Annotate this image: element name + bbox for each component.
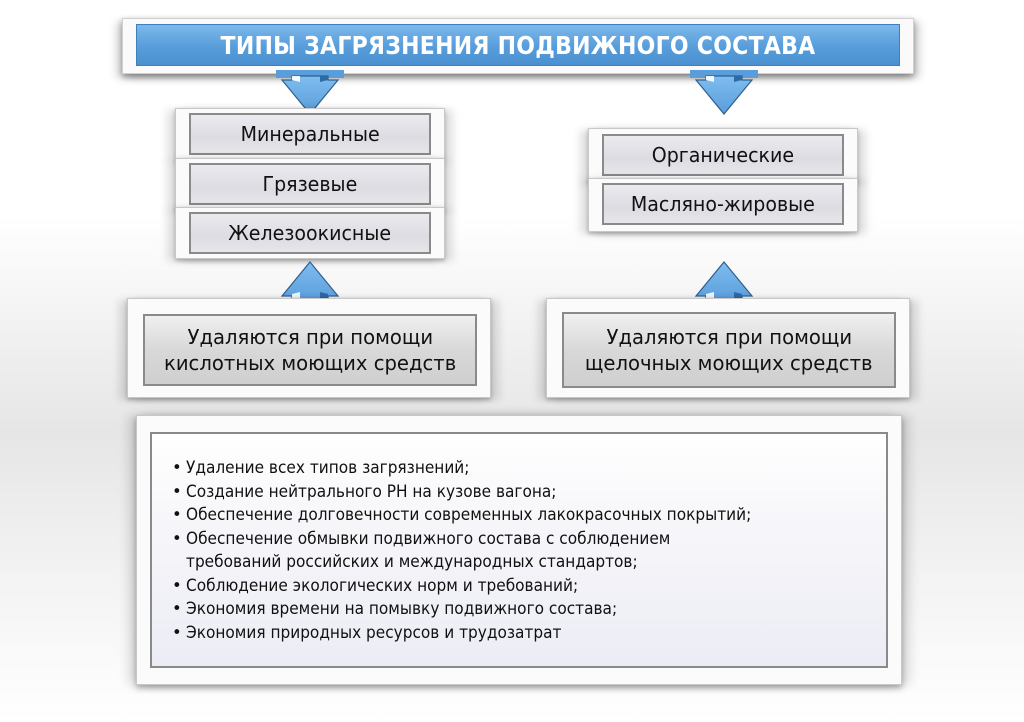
list-item-text: Экономия природных ресурсов и трудозатра… (186, 622, 562, 642)
title-bar: ТИПЫ ЗАГРЯЗНЕНИЯ ПОДВИЖНОГО СОСТАВА (136, 24, 900, 66)
list-item-text: Удаление всех типов загрязнений; (186, 458, 470, 477)
method-line: Удаляются при помощи (606, 325, 852, 349)
benefits-panel: Удаление всех типов загрязнений; Создани… (150, 432, 888, 668)
list-item-text: Обеспечение обмывки подвижного состава с… (186, 528, 671, 548)
method-line: кислотных моющих средств (163, 351, 457, 375)
list-item-continuation: требований российских и международных ст… (186, 552, 638, 571)
list-item-text: Соблюдение экологических норм и требован… (186, 575, 579, 595)
item-label: Железоокисные (228, 221, 392, 245)
list-item: Обеспечение долговечности современных ла… (172, 503, 794, 527)
method-line: щелочных моющих средств (585, 351, 873, 375)
contamination-type-mineral: Минеральные (189, 113, 431, 155)
contamination-type-iron-oxide: Железоокисные (189, 212, 431, 254)
item-label: Минеральные (240, 122, 380, 146)
contamination-type-oil-grease: Масляно-жировые (602, 183, 844, 225)
page-title: ТИПЫ ЗАГРЯЗНЕНИЯ ПОДВИЖНОГО СОСТАВА (220, 30, 816, 60)
list-item-text: Создание нейтрального РН на кузове вагон… (186, 481, 557, 501)
list-item: Экономия времени на помывку подвижного с… (172, 597, 794, 621)
method-alkaline: Удаляются при помощи щелочных моющих сре… (562, 312, 896, 388)
item-label: Масляно-жировые (630, 192, 816, 216)
contamination-type-mud: Грязевые (189, 163, 431, 205)
list-item: Обеспечение обмывки подвижного состава с… (172, 527, 794, 574)
list-item: Удаление всех типов загрязнений; (172, 456, 794, 480)
item-label: Грязевые (262, 172, 358, 196)
list-item: Экономия природных ресурсов и трудозатра… (172, 621, 794, 645)
method-line: Удаляются при помощи (187, 325, 433, 349)
arrow-down-icon (276, 70, 344, 115)
list-item-text: Обеспечение долговечности современных ла… (186, 505, 752, 524)
item-label: Органические (651, 143, 795, 167)
contamination-type-organic: Органические (602, 134, 844, 176)
arrow-down-icon (690, 70, 758, 115)
list-item: Соблюдение экологических норм и требован… (172, 574, 794, 598)
list-item-text: Экономия времени на помывку подвижного с… (186, 599, 618, 618)
list-item: Создание нейтрального РН на кузове вагон… (172, 480, 794, 504)
method-acidic: Удаляются при помощи кислотных моющих ср… (143, 314, 477, 386)
benefits-list: Удаление всех типов загрязнений; Создани… (172, 456, 794, 644)
